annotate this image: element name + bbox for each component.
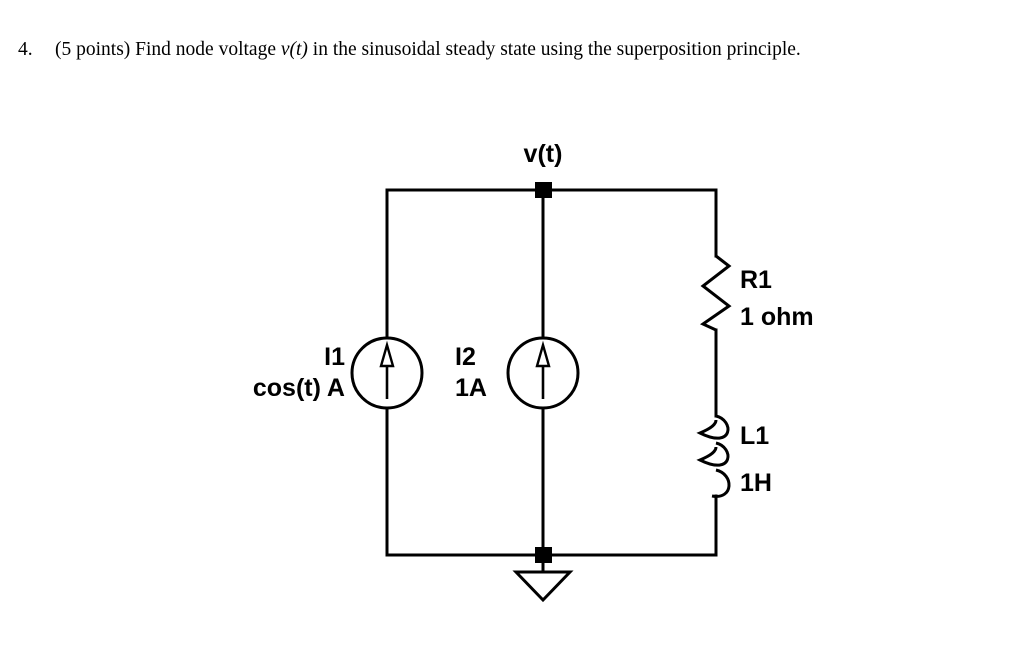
inductor-l1-name: L1 [740, 422, 769, 450]
question-italic-term: v(t) [280, 39, 308, 60]
current-source-i1-name: I1 [324, 343, 345, 371]
circuit-wires [385, 188, 718, 557]
node-marker-vt [535, 182, 552, 198]
ground-symbol [512, 555, 574, 603]
current-source-i2-name: I2 [455, 343, 476, 371]
question-block: 4. (5 points) Find node voltage v(t) in … [18, 36, 948, 64]
resistor-r1-symbol [699, 254, 732, 332]
current-source-i2 [506, 336, 580, 410]
current-source-i2-arrow-head [535, 340, 551, 368]
inductor-l1-value: 1H [740, 469, 772, 497]
current-source-i2-value: 1A [455, 374, 487, 402]
node-voltage-label: v(t) [524, 140, 563, 168]
inductor-l1-symbol [696, 414, 731, 498]
inductor-l1-coil-1 [696, 414, 730, 440]
question-text-before: (5 points) Find node voltage [55, 39, 281, 60]
resistor-r1-value: 1 ohm [740, 303, 814, 331]
question-number: 4. [18, 39, 33, 60]
resistor-r1-name: R1 [740, 266, 772, 294]
inductor-l1-coil-2 [696, 441, 730, 467]
current-source-i1 [350, 336, 424, 410]
current-source-i1-value: cos(t) A [253, 374, 345, 402]
question-text: (5 points) Find node voltage v(t) in the… [55, 36, 948, 64]
inductor-l1-coil-3 [711, 468, 731, 498]
current-source-i1-arrow-head [379, 340, 395, 368]
ground-triangle-icon [512, 570, 574, 603]
question-text-after: in the sinusoidal steady state using the… [307, 39, 801, 60]
